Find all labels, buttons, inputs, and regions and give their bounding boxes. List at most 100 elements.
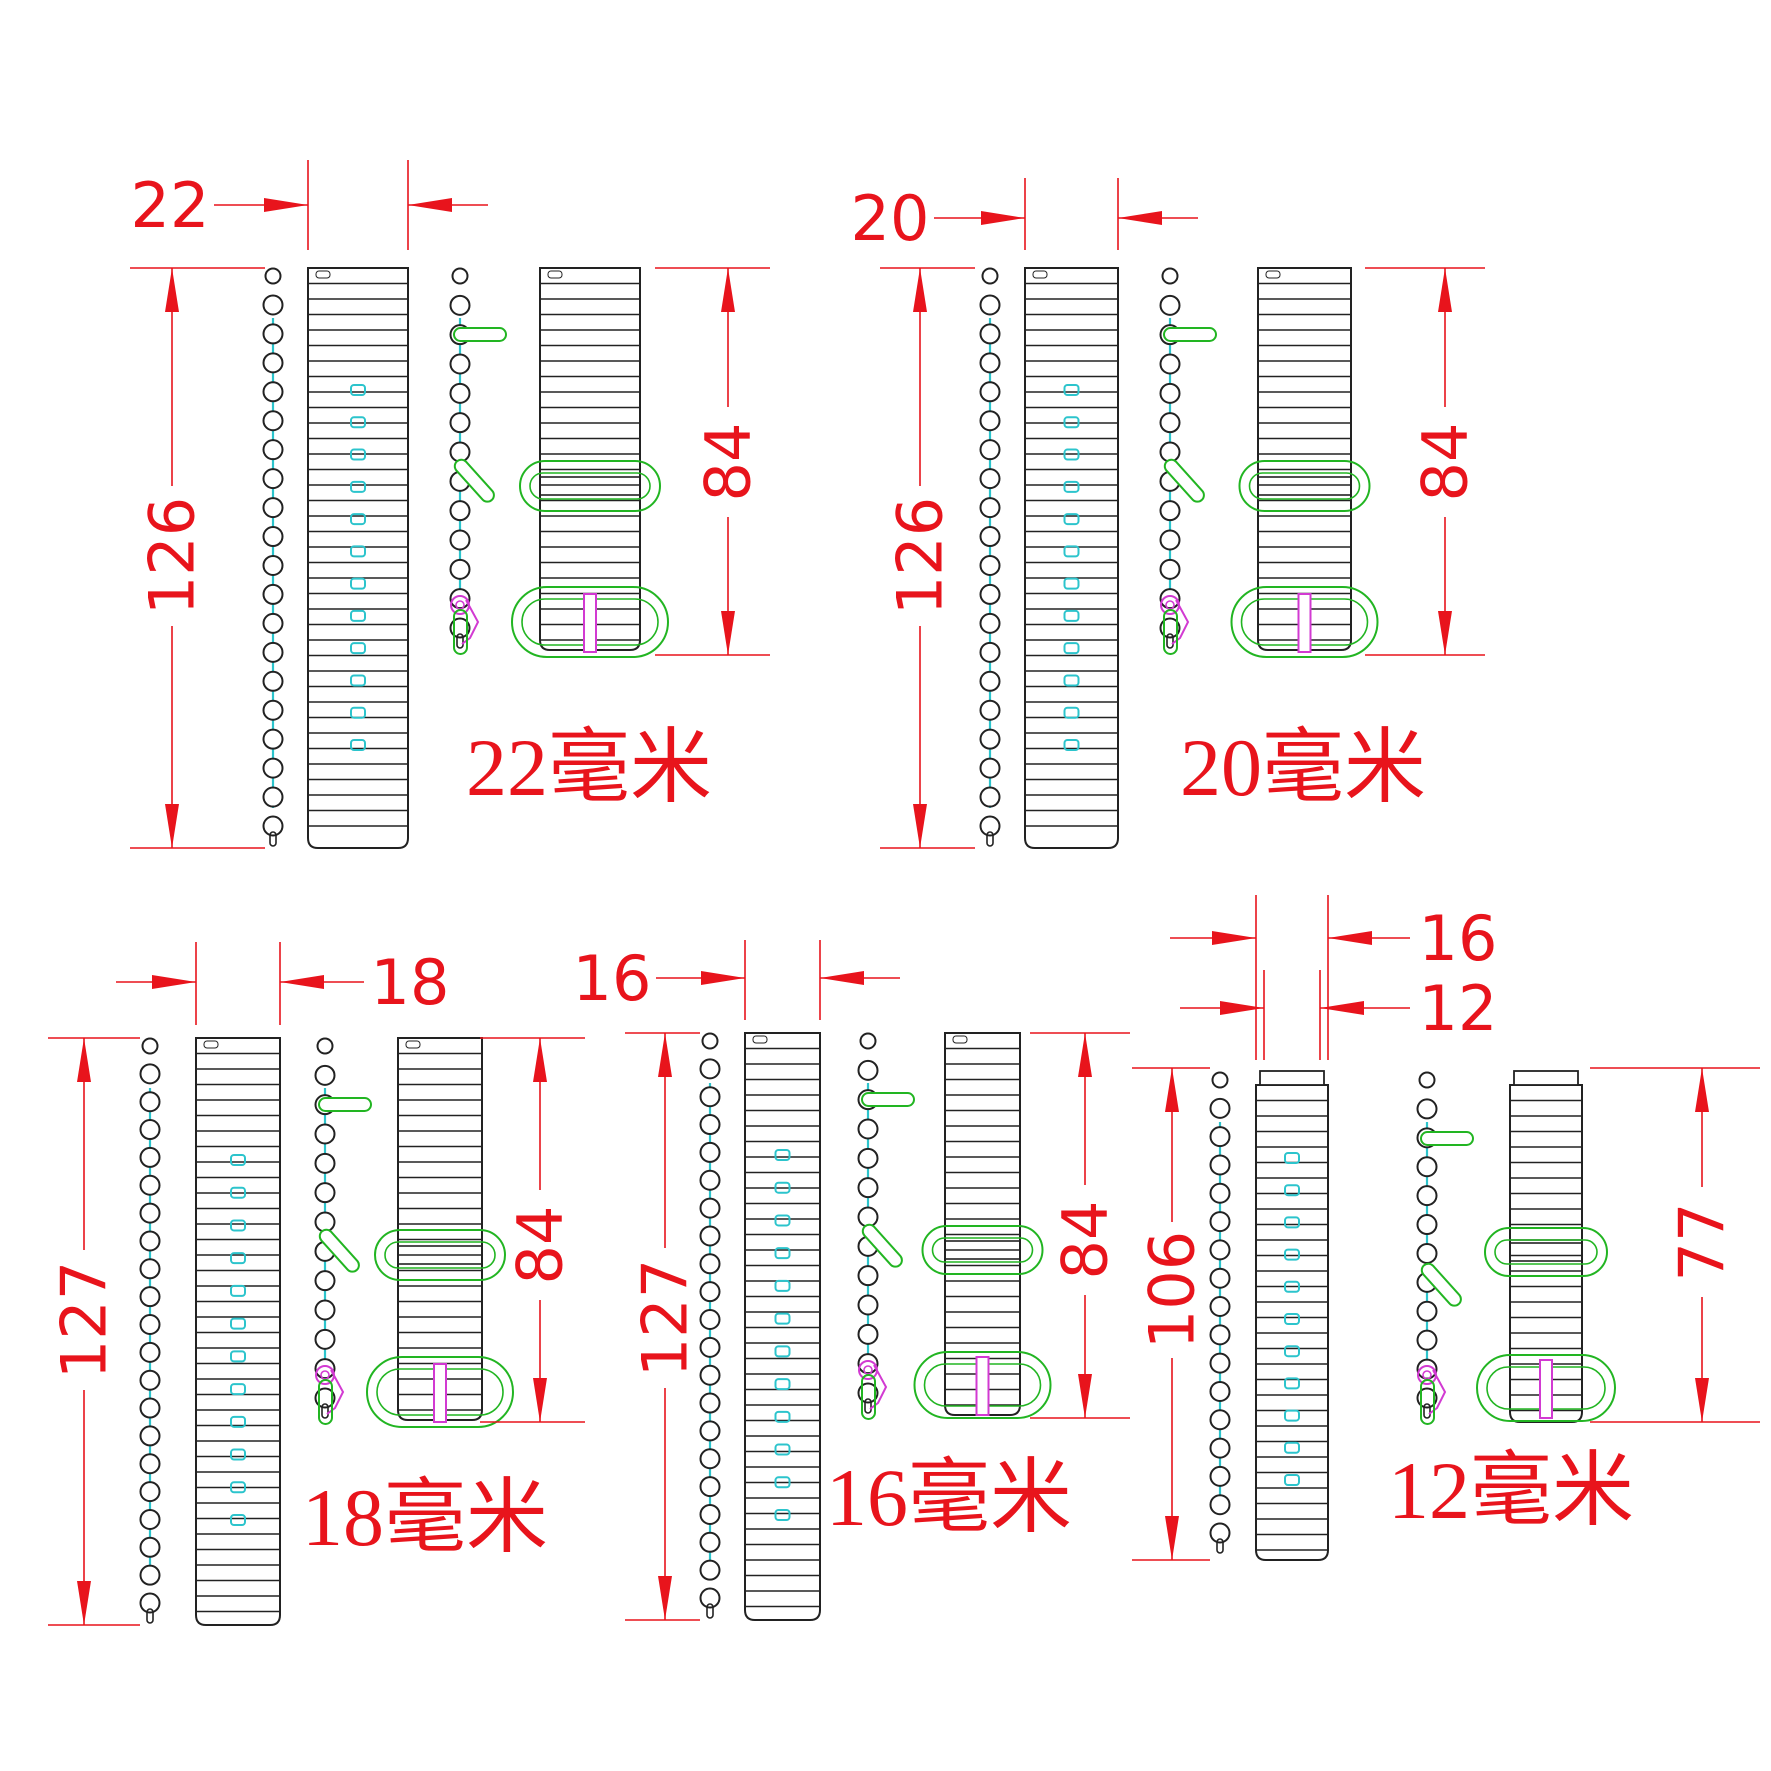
keeper-loop <box>1238 460 1371 512</box>
clasp-side-view <box>1159 267 1217 655</box>
clasp-lever <box>1420 1379 1435 1425</box>
pin-mark <box>230 1481 246 1494</box>
strap-outline <box>195 1037 281 1626</box>
spring-bar-pins <box>230 1154 246 1526</box>
chain-link <box>1416 1300 1438 1322</box>
dimension-arrowhead <box>701 971 745 985</box>
chain-links <box>139 1037 161 1624</box>
chain-link <box>262 670 284 692</box>
release-lever <box>318 1097 372 1112</box>
chain-tail <box>269 831 277 847</box>
chain-link <box>979 728 1001 750</box>
inner-width-dimension-value: 12 <box>1419 972 1498 1045</box>
pin-mark <box>230 1252 246 1265</box>
pin-mark <box>1284 1345 1300 1358</box>
release-lever <box>1163 327 1217 342</box>
strap-outline <box>1257 267 1352 651</box>
chain-end-link <box>859 1032 877 1050</box>
engraving-mark <box>952 1035 968 1044</box>
clasp-front-view <box>1230 267 1379 658</box>
chain-links <box>1159 267 1181 649</box>
strap-outline <box>307 267 409 849</box>
keeper-loop <box>519 460 661 512</box>
chain-link <box>262 583 284 605</box>
clasp-side-view <box>857 1032 915 1420</box>
chain-link <box>699 1253 721 1275</box>
pin-mark <box>1284 1152 1300 1164</box>
dimension-arrowhead <box>1212 931 1256 945</box>
chain-link <box>262 786 284 808</box>
chain-link <box>139 1481 161 1503</box>
release-lever-angled <box>318 1228 360 1273</box>
chain-link <box>1209 1522 1231 1544</box>
keeper-loop-inner <box>1248 472 1361 500</box>
pin-mark <box>1284 1313 1300 1325</box>
pin-mark <box>1063 545 1080 558</box>
dimension-arrowhead <box>1328 931 1372 945</box>
pin-mark <box>1063 577 1080 590</box>
strap-outline <box>539 267 641 651</box>
chain-link <box>1159 382 1181 404</box>
dimension-arrowhead <box>1220 1001 1264 1015</box>
buckle-loop <box>366 1356 514 1428</box>
engraving-mark <box>547 270 563 279</box>
engraving-mark <box>405 1040 421 1049</box>
dimension-arrowhead <box>1118 211 1162 225</box>
buckle-tongue <box>1297 593 1312 653</box>
chain-link <box>449 294 471 316</box>
chain-link <box>139 1369 161 1391</box>
chain-link <box>1159 529 1181 551</box>
dimension-arrowhead <box>152 975 196 989</box>
chain-link <box>1159 412 1181 434</box>
chain-link <box>1209 1324 1231 1346</box>
chain-link <box>857 1265 879 1287</box>
chain-link <box>449 588 471 610</box>
chain-tail <box>1216 1538 1224 1554</box>
spring-bar-pins <box>1063 384 1080 751</box>
spring-bar-pins <box>1284 1152 1300 1486</box>
keeper-loop <box>921 1225 1044 1275</box>
chain-link <box>857 1353 879 1375</box>
chain-link <box>449 617 471 639</box>
chain-link <box>314 1358 336 1380</box>
chain-link <box>139 1230 161 1252</box>
chain-link <box>1416 1329 1438 1351</box>
length-dimension-value: 84 <box>692 423 765 502</box>
buckle-tongue <box>583 593 597 653</box>
chain-link <box>1209 1465 1231 1487</box>
dimension-arrowhead <box>1695 1068 1709 1112</box>
chain-link <box>262 439 284 461</box>
pin-mark <box>1063 739 1080 751</box>
clasp-lever <box>1163 609 1178 655</box>
keeper-loop-inner <box>1494 1239 1598 1265</box>
clasp-front-view <box>366 1037 514 1428</box>
pin-mark <box>230 1219 246 1232</box>
pin-mark <box>774 1214 791 1227</box>
pin-mark <box>350 545 366 558</box>
chain-link <box>1159 588 1181 610</box>
pin-mark <box>1284 1216 1300 1229</box>
chain-link <box>1209 1239 1231 1261</box>
pin-mark <box>350 642 366 655</box>
chain-end-link <box>316 1037 334 1055</box>
chain-link <box>1416 1242 1438 1264</box>
pin-mark <box>1063 513 1080 526</box>
strap-outline <box>1024 267 1119 849</box>
pin-mark <box>230 1284 246 1297</box>
chain-link <box>314 1299 336 1321</box>
chain-link <box>262 381 284 403</box>
chain-link <box>1209 1211 1231 1233</box>
pin-mark <box>774 1476 791 1489</box>
chain-tail <box>986 831 994 847</box>
pin-mark <box>350 577 366 590</box>
chain-link <box>857 1059 879 1081</box>
pin-mark <box>774 1345 791 1358</box>
chain-link <box>1416 1156 1438 1178</box>
chain-link <box>314 1270 336 1292</box>
chain-end-link <box>701 1032 719 1050</box>
chain-link <box>1209 1494 1231 1516</box>
pin-mark <box>1063 416 1080 429</box>
length-dimension-value: 84 <box>1409 423 1482 502</box>
strap-segments <box>539 267 641 651</box>
pin-mark <box>350 609 366 622</box>
